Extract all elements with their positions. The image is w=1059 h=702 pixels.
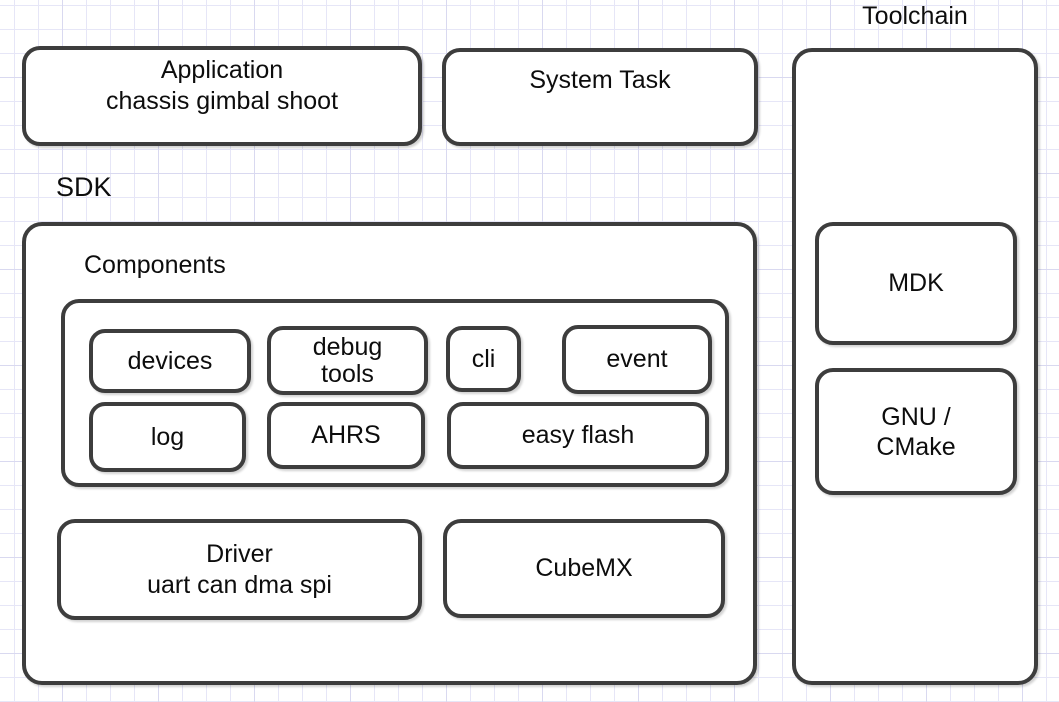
system-task-label: System Task [529, 66, 671, 94]
components-group: devices debug tools cli event log AHRS e… [61, 299, 729, 487]
cubemx-node: CubeMX [443, 519, 725, 618]
debug-tools-node: debug tools [267, 326, 428, 395]
devices-label: devices [127, 346, 213, 375]
driver-title: Driver [206, 539, 273, 568]
application-title: Application [160, 56, 284, 84]
sdk-section-label: SDK [56, 172, 112, 202]
mdk-label: MDK [888, 269, 944, 297]
debug-tools-label-line2: tools [321, 359, 374, 388]
log-label: log [150, 422, 185, 451]
log-node: log [89, 402, 246, 472]
debug-tools-label-line1: debug [312, 332, 383, 361]
components-section-label: Components [84, 251, 226, 279]
easy-flash-node: easy flash [447, 402, 709, 469]
toolchain-section-label: Toolchain [862, 2, 968, 30]
application-node: Application chassis gimbal shoot [22, 46, 422, 146]
gnu-cmake-label-line2: CMake [876, 432, 956, 461]
gnu-cmake-label-line1: GNU / [881, 402, 951, 431]
toolchain-group: MDK GNU / CMake [792, 48, 1038, 685]
event-node: event [562, 325, 712, 394]
system-task-node: System Task [442, 48, 758, 146]
easy-flash-label: easy flash [521, 421, 635, 449]
driver-subtitle: uart can dma spi [147, 570, 332, 599]
devices-node: devices [89, 329, 251, 393]
cli-node: cli [446, 326, 521, 392]
ahrs-node: AHRS [267, 402, 425, 469]
ahrs-label: AHRS [311, 421, 381, 449]
sdk-group: Components devices debug tools cli event… [22, 222, 757, 685]
gnu-cmake-node: GNU / CMake [815, 368, 1017, 495]
cli-label: cli [471, 344, 496, 373]
mdk-node: MDK [815, 222, 1017, 345]
event-label: event [606, 345, 668, 373]
cubemx-label: CubeMX [535, 554, 633, 582]
driver-node: Driver uart can dma spi [57, 519, 422, 620]
application-subtitle: chassis gimbal shoot [105, 87, 339, 115]
